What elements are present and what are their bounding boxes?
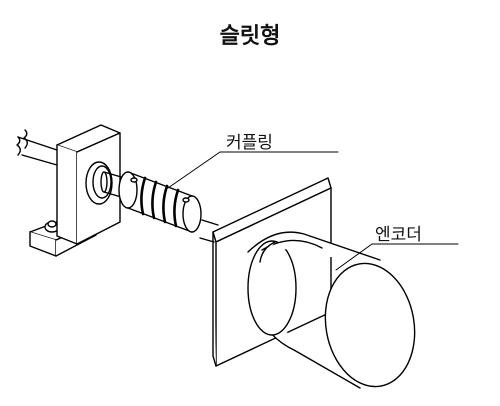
encoder-leader-line	[335, 243, 459, 271]
page-title: 슬릿형	[219, 24, 281, 49]
coupling-leader-line	[167, 151, 339, 189]
coupling-label: 커플링	[226, 133, 273, 153]
encoder-label: 엔코더	[375, 225, 422, 245]
slit-coupling	[118, 171, 202, 233]
bearing-support-block	[29, 124, 121, 257]
shaft-stub	[16, 129, 58, 166]
encoder-body	[247, 231, 416, 389]
